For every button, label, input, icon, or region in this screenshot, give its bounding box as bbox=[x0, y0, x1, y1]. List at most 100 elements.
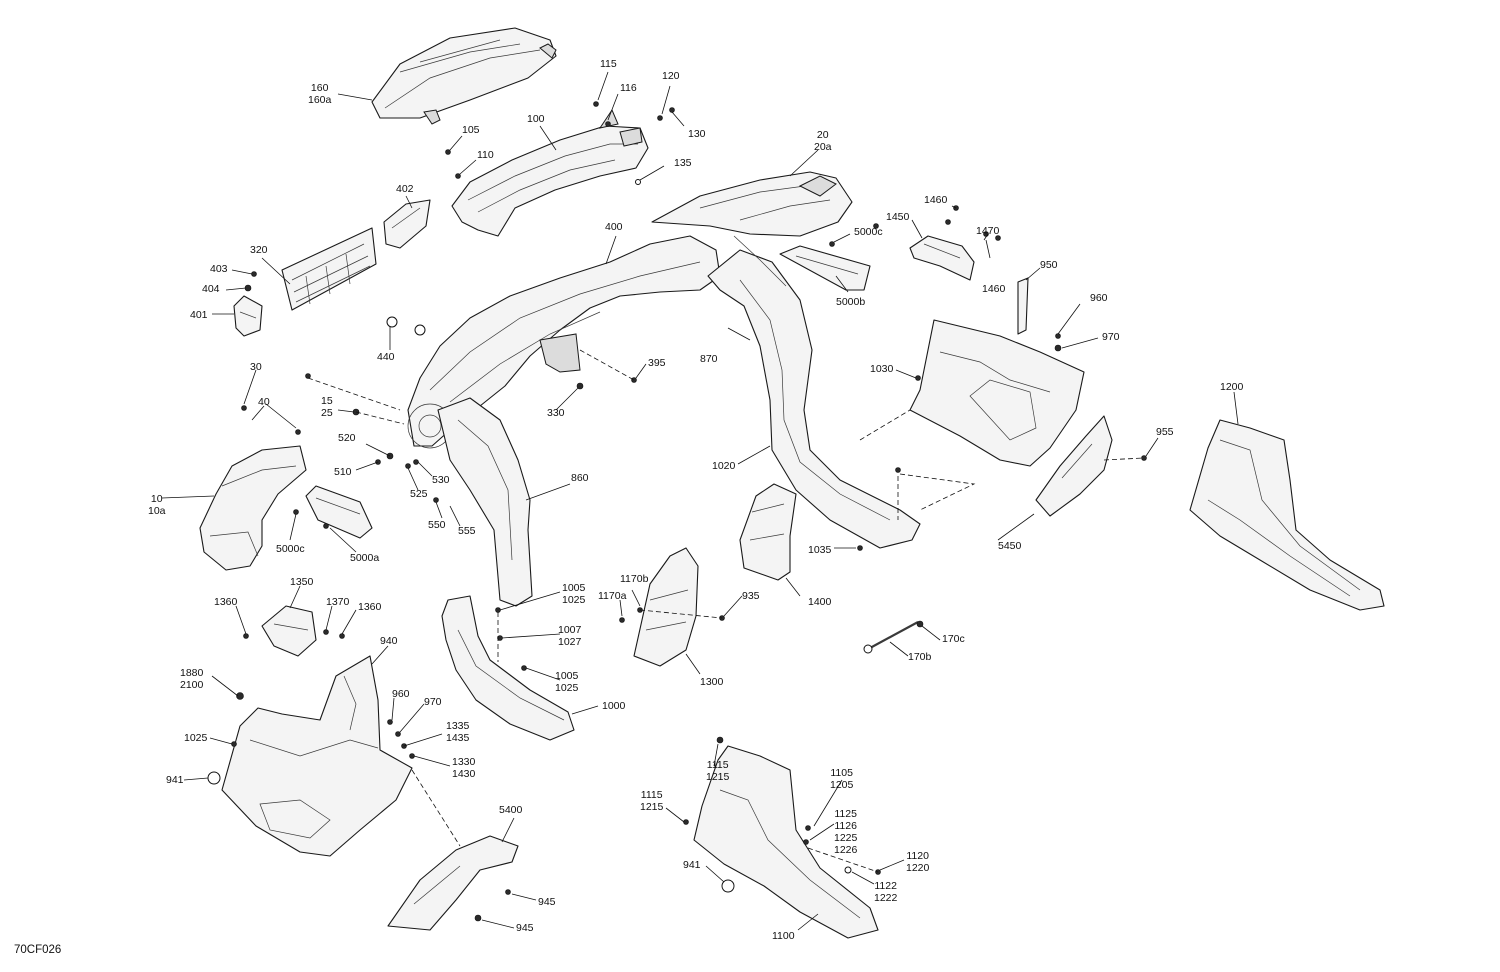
callout-c400: 400 bbox=[605, 221, 623, 233]
part-1400-panel bbox=[739, 483, 797, 581]
callout-number: 1470 bbox=[976, 225, 1000, 237]
callout-number: 1170a bbox=[598, 590, 627, 602]
callout-c1370: 1370 bbox=[326, 596, 349, 608]
callout-number: 1300 bbox=[700, 676, 724, 688]
callout-number: 1222 bbox=[874, 892, 898, 904]
part-950-floor-tray bbox=[859, 277, 1085, 511]
callout-number: 1115 bbox=[706, 759, 729, 771]
callout-number: 1360 bbox=[214, 596, 238, 608]
callout-number: 941 bbox=[166, 774, 184, 786]
callout-c960_right: 960 bbox=[1090, 292, 1108, 304]
callout-number: 5000c bbox=[854, 226, 883, 238]
callout-c1460a: 1460 bbox=[924, 194, 947, 206]
callout-c135: 135 bbox=[674, 157, 692, 169]
callout-c330: 330 bbox=[547, 407, 565, 419]
callout-c950: 950 bbox=[1040, 259, 1058, 271]
callout-c530: 530 bbox=[432, 474, 450, 486]
callout-number: 115 bbox=[600, 58, 617, 70]
part-170b-bolt bbox=[863, 621, 919, 654]
callout-c1035: 1035 bbox=[808, 544, 831, 556]
callout-c955: 955 bbox=[1156, 426, 1174, 438]
callout-c395: 395 bbox=[648, 357, 666, 369]
callout-number: 1880 bbox=[180, 667, 204, 679]
callout-number: 110 bbox=[477, 149, 494, 161]
callout-c1170b: 1170b bbox=[620, 573, 648, 585]
callout-number: 105 bbox=[462, 124, 480, 136]
part-160-rear-top-cover bbox=[371, 27, 557, 125]
callout-c120: 120 bbox=[662, 70, 680, 82]
callout-number: 120 bbox=[662, 70, 680, 82]
callout-c401: 401 bbox=[190, 309, 208, 321]
callout-c520: 520 bbox=[338, 432, 356, 444]
callout-c1170a: 1170a bbox=[598, 590, 626, 602]
callout-number: 20 bbox=[816, 129, 829, 141]
callout-number: 320 bbox=[250, 244, 268, 256]
callout-c1030: 1030 bbox=[870, 363, 893, 375]
callout-number: 1000 bbox=[602, 700, 626, 712]
callout-number: 1370 bbox=[326, 596, 350, 608]
callout-c5000b: 5000b bbox=[836, 296, 865, 308]
callout-number: 1220 bbox=[906, 862, 930, 874]
callout-number: 400 bbox=[605, 221, 623, 233]
callout-number: 30 bbox=[250, 361, 262, 373]
callout-c1470: 1470 bbox=[976, 225, 999, 237]
callout-number: 1430 bbox=[452, 768, 476, 780]
callout-number: 1126 bbox=[834, 820, 857, 832]
callout-number: 960 bbox=[392, 688, 410, 700]
callout-c1300: 1300 bbox=[700, 676, 723, 688]
callout-number: 520 bbox=[338, 432, 356, 444]
callout-number: 401 bbox=[190, 309, 208, 321]
callout-c970_left: 970 bbox=[424, 696, 442, 708]
callout-c1450: 1450 bbox=[886, 211, 909, 223]
callout-number: 860 bbox=[571, 472, 589, 484]
part-5450-shield bbox=[1035, 415, 1113, 517]
callout-number: 1225 bbox=[834, 832, 858, 844]
callout-number: 170c bbox=[942, 633, 965, 645]
callout-c30: 30 bbox=[250, 361, 262, 373]
callout-number: 2100 bbox=[180, 679, 204, 691]
callout-number: 550 bbox=[428, 519, 446, 531]
callout-number: 935 bbox=[742, 590, 760, 602]
callout-number: 1170b bbox=[620, 573, 649, 585]
part-5400-shield bbox=[387, 835, 519, 931]
part-1200-right-rail bbox=[1189, 419, 1385, 611]
callout-c5000a: 5000a bbox=[350, 552, 379, 564]
callout-number: 945 bbox=[538, 896, 556, 908]
callout-c100: 100 bbox=[527, 113, 545, 125]
callout-number: 1435 bbox=[446, 732, 470, 744]
callout-c1360b: 1360 bbox=[358, 601, 381, 613]
callout-number: 1330 bbox=[452, 756, 476, 768]
callout-number: 525 bbox=[410, 488, 428, 500]
callout-number: 15 bbox=[321, 395, 333, 407]
callout-number: 160a bbox=[308, 94, 332, 106]
callout-number: 1025 bbox=[562, 594, 586, 606]
callout-number: 1100 bbox=[772, 930, 795, 942]
part-20-side-panel bbox=[651, 171, 853, 237]
callout-c1350: 1350 bbox=[290, 576, 313, 588]
drawing-code-label: 70CF026 bbox=[14, 944, 62, 956]
callout-number: 970 bbox=[1102, 331, 1120, 343]
part-870-arch bbox=[707, 235, 921, 549]
callout-number: 1360 bbox=[358, 601, 382, 613]
callout-c945a: 945 bbox=[538, 896, 556, 908]
callout-c870: 870 bbox=[700, 353, 718, 365]
part-940-floor-tray bbox=[221, 655, 413, 857]
leader-lines bbox=[161, 71, 1239, 931]
callout-c960_left: 960 bbox=[392, 688, 410, 700]
part-400-main-frame bbox=[407, 235, 721, 449]
callout-number: 870 bbox=[700, 353, 718, 365]
part-1350-bracket bbox=[261, 605, 317, 657]
callout-c440: 440 bbox=[377, 351, 395, 363]
callout-number: 1460 bbox=[982, 283, 1006, 295]
callout-number: 1122 bbox=[874, 880, 897, 892]
callout-number: 5000a bbox=[350, 552, 380, 564]
